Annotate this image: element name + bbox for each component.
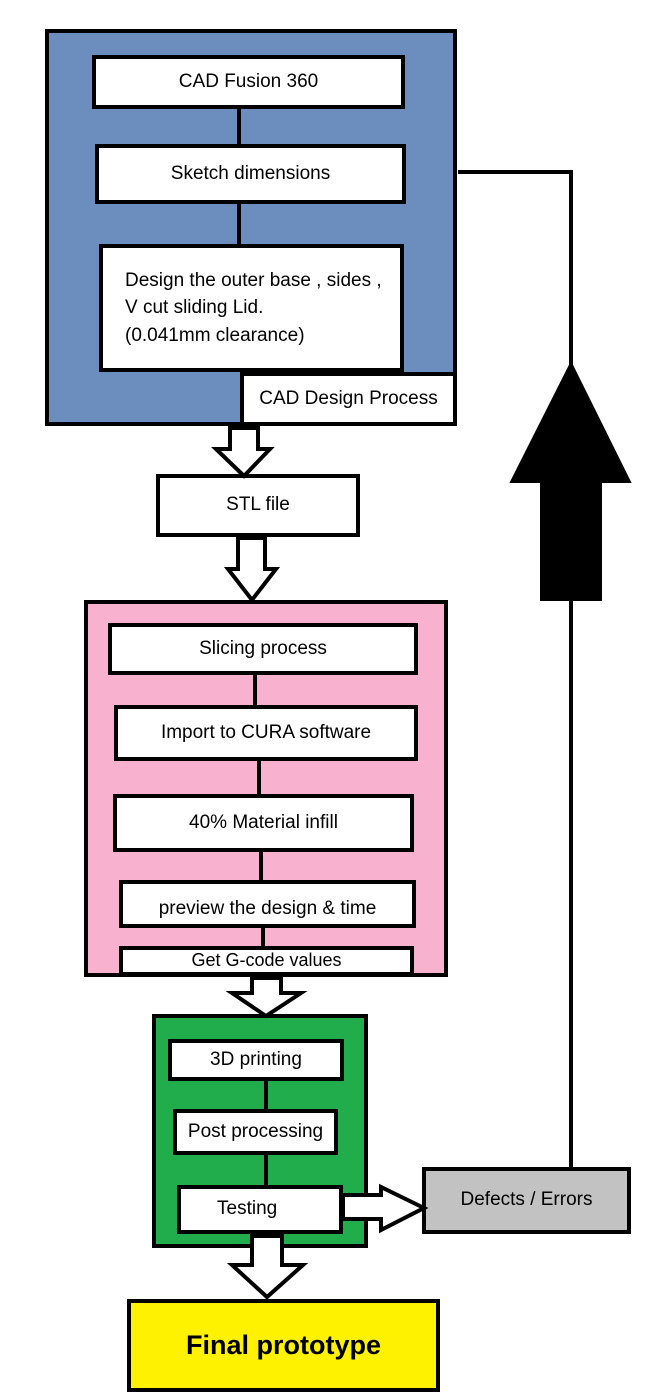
final-prototype-label: Final prototype <box>186 1330 381 1361</box>
cad-step-design: Design the outer base , sides , V cut sl… <box>99 244 404 372</box>
cad-group-label-text: CAD Design Process <box>259 387 438 409</box>
slicing-step-process-label: Slicing process <box>199 637 327 659</box>
printing-step-3d-label: 3D printing <box>210 1048 302 1070</box>
slicing-step-infill: 40% Material infill <box>113 794 414 852</box>
cad-group-label: CAD Design Process <box>240 372 457 426</box>
arrow-printing-to-final <box>226 1234 309 1300</box>
slicing-step-preview-label: preview the design & time <box>158 898 377 920</box>
feedback-line <box>458 170 573 1167</box>
cad-step-fusion-label: CAD Fusion 360 <box>178 70 319 92</box>
slicing-step-process: Slicing process <box>108 623 418 675</box>
defects-label: Defects / Errors <box>460 1189 593 1211</box>
cad-step-sketch-label: Sketch dimensions <box>170 162 331 184</box>
slicing-step-gcode-label: Get G-code values <box>191 950 342 971</box>
arrow-slicing-to-printing <box>225 976 308 1019</box>
feedback-up-arrow <box>509 360 632 601</box>
printing-step-post-label: Post processing <box>187 1120 324 1142</box>
stl-file-label: STL file <box>226 494 290 516</box>
stl-file-box: STL file <box>156 474 360 537</box>
slicing-step-cura: Import to CURA software <box>114 705 418 761</box>
slicing-step-infill-label: 40% Material infill <box>189 811 338 833</box>
printing-step-post: Post processing <box>173 1109 338 1155</box>
arrow-stl-to-slicing <box>223 536 281 604</box>
arrow-testing-to-defects <box>341 1183 429 1234</box>
printing-step-testing: Testing <box>177 1185 343 1234</box>
slicing-step-preview: preview the design & time <box>119 880 416 928</box>
cad-step-fusion: CAD Fusion 360 <box>92 55 405 109</box>
final-prototype-box: Final prototype <box>127 1299 440 1392</box>
slicing-step-gcode: Get G-code values <box>119 946 414 976</box>
cad-step-design-label: Design the outer base , sides , V cut sl… <box>125 269 382 346</box>
cad-step-sketch: Sketch dimensions <box>95 144 406 204</box>
defects-box: Defects / Errors <box>422 1167 631 1234</box>
slicing-step-cura-label: Import to CURA software <box>160 721 372 743</box>
printing-step-3d: 3D printing <box>168 1039 344 1081</box>
arrow-cad-to-stl <box>211 426 275 479</box>
printing-step-testing-label: Testing <box>217 1198 278 1220</box>
